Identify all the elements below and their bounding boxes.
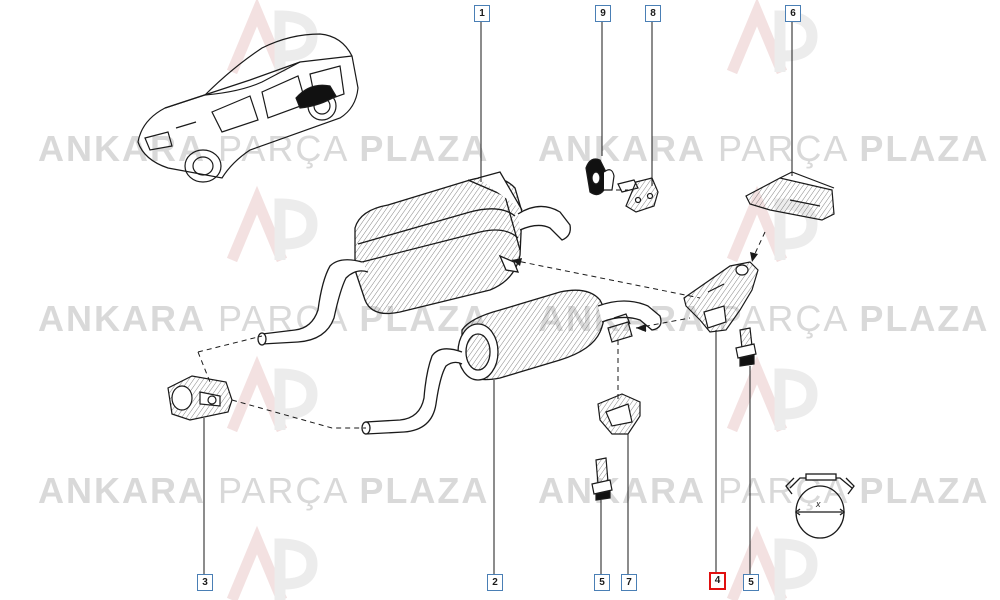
callout-5-right: 5	[743, 574, 759, 591]
callout-2: 2	[487, 574, 503, 591]
callout-6: 6	[785, 5, 801, 22]
rear-silencer-lower	[361, 289, 662, 435]
bolt-left	[591, 457, 613, 501]
clamp-dimension-label: x	[816, 499, 821, 509]
outlet-hanger	[607, 313, 633, 343]
dashed-connection-lines	[197, 189, 766, 429]
callout-8: 8	[645, 5, 661, 22]
car-illustration	[137, 33, 359, 183]
bolt-right	[735, 327, 757, 367]
callout-4-highlighted: 4	[709, 572, 726, 590]
arrowheads	[512, 252, 758, 332]
callout-3: 3	[197, 574, 213, 591]
callout-7: 7	[621, 574, 637, 591]
rubber-hanger	[597, 393, 641, 435]
leader-lines	[203, 20, 793, 574]
rear-silencer-upper	[257, 171, 571, 346]
callout-5-left: 5	[594, 574, 610, 591]
hanger-mount-bracket	[683, 261, 759, 333]
callout-1: 1	[474, 5, 490, 22]
rubber-mount	[585, 158, 615, 196]
pipe-clamp	[167, 375, 233, 421]
callout-9: 9	[595, 5, 611, 22]
support-bracket-upper	[745, 171, 835, 221]
clamp-dimension-detail	[785, 473, 855, 539]
